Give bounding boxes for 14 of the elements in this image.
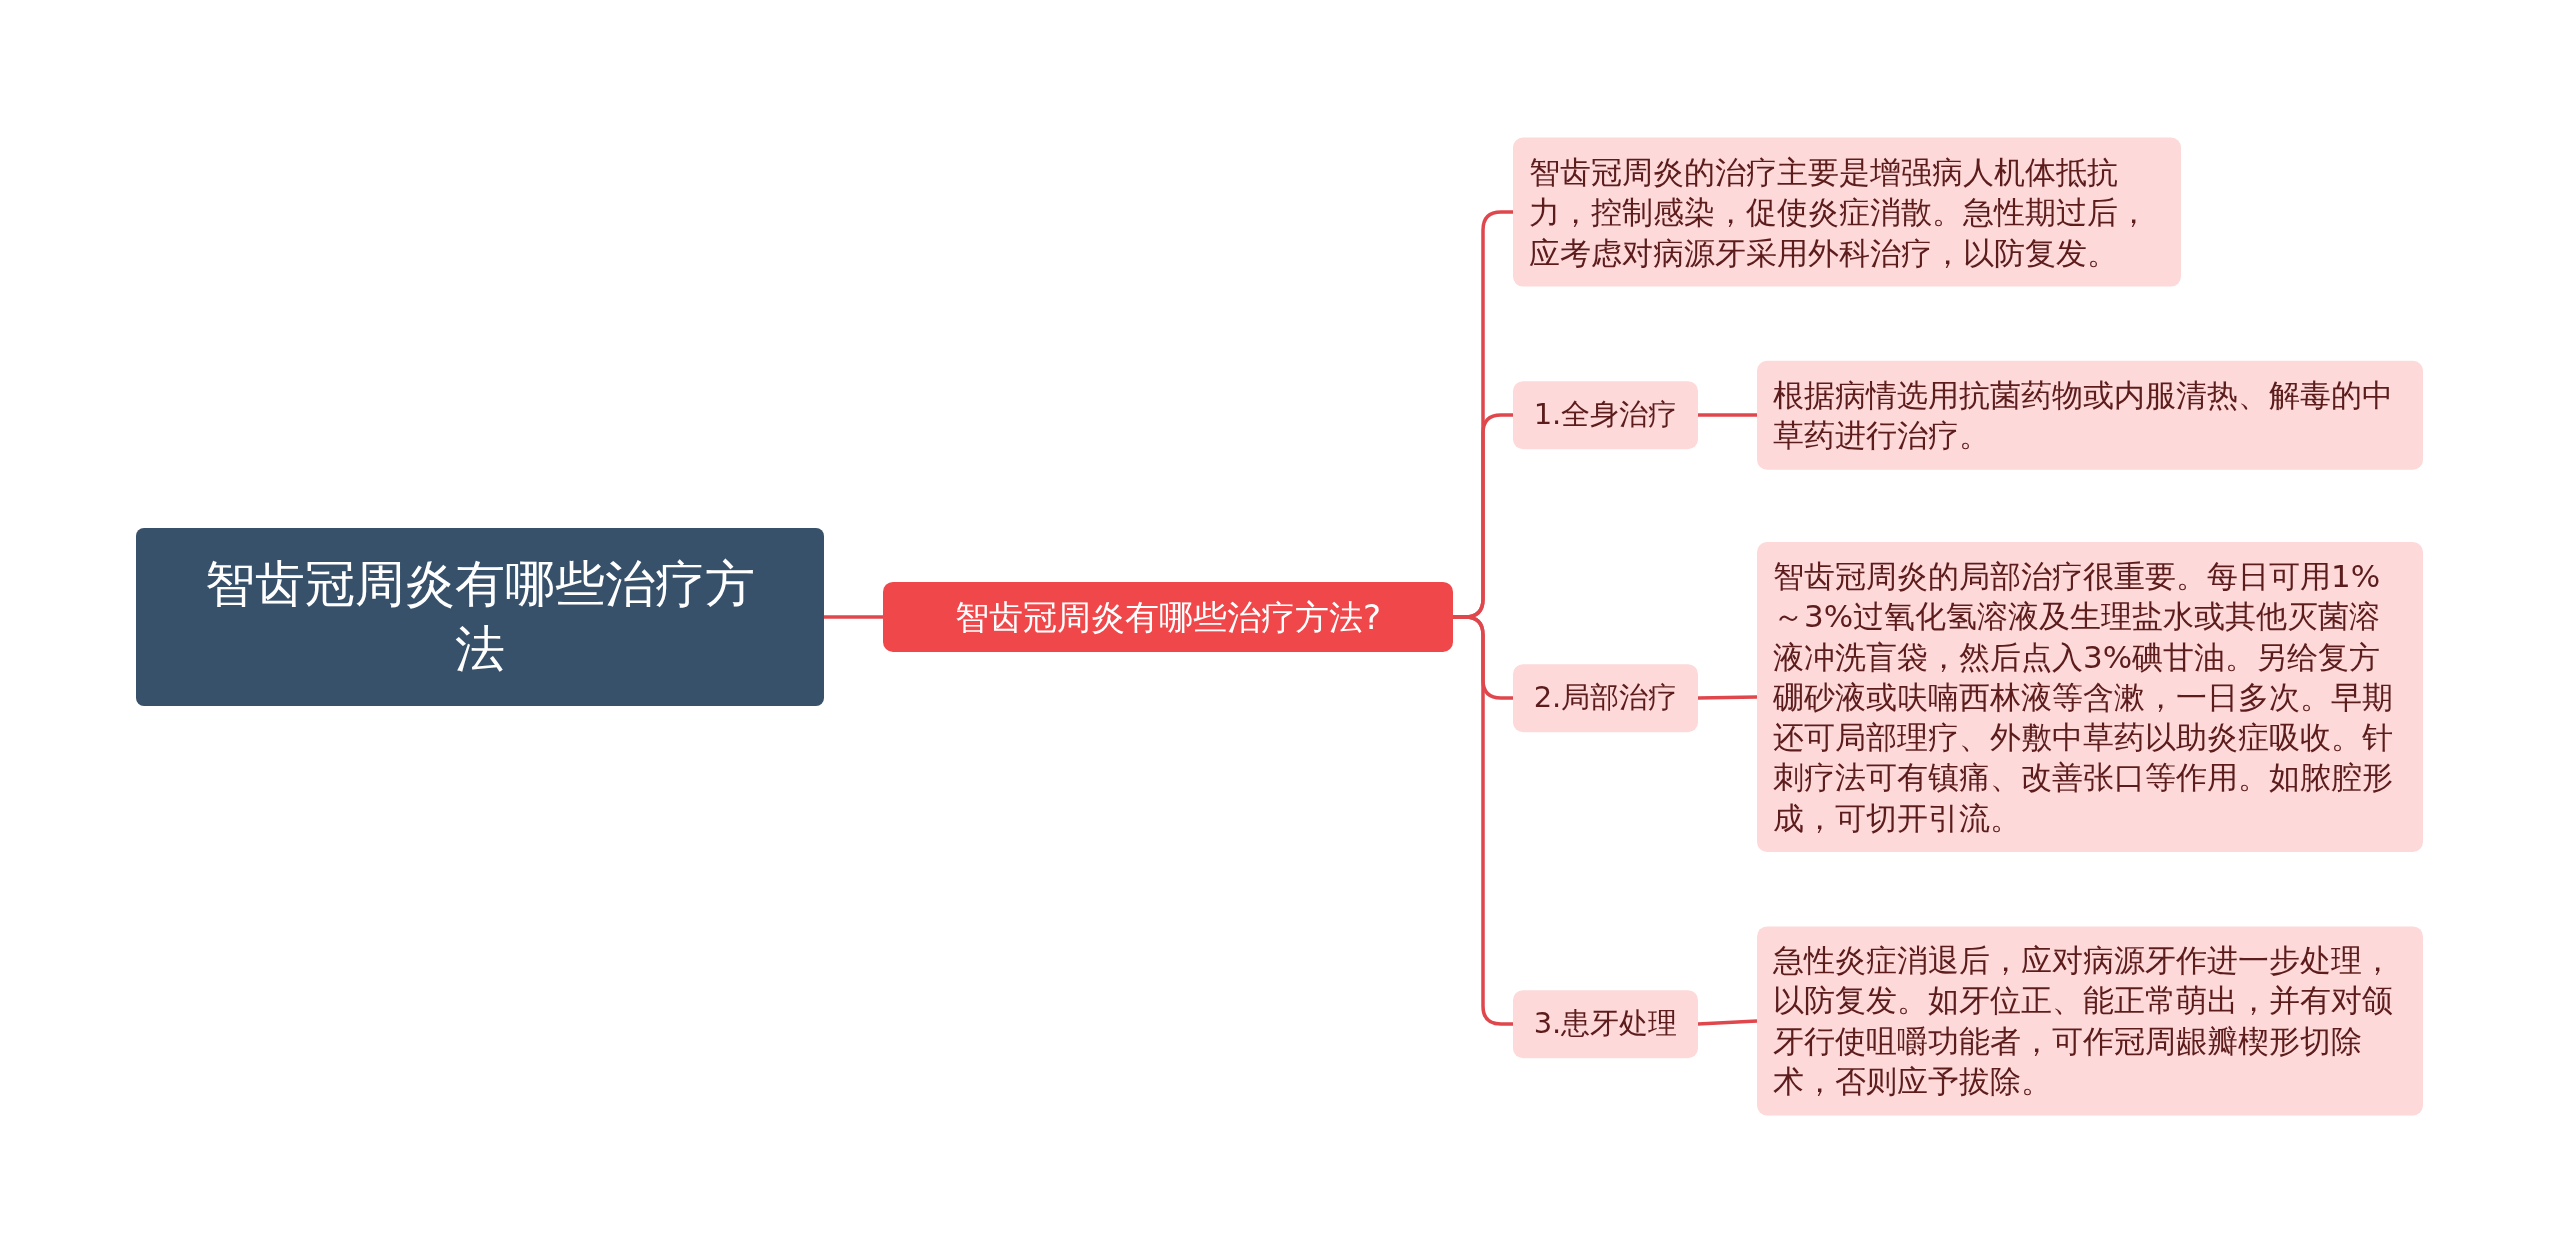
connector-line [1697, 1019, 1758, 1026]
connector-line [1453, 615, 1513, 1026]
detail-box: 急性炎症消退后，应对病源牙作进一步处理，以防复发。如牙位正、能正常萌出，并有对颌牙行使咀嚼功能者，可作冠周龈瓣楔形切除术，否则应予拔除。 [1757, 926, 2423, 1116]
connector-line [1698, 413, 1757, 417]
subtopic-box: 1.全身治疗 [1513, 381, 1698, 449]
connector-line [824, 615, 883, 619]
subtopic-box: 3.患牙处理 [1513, 990, 1698, 1058]
main-topic-box: 智齿冠周炎有哪些治疗方法? [883, 581, 1453, 653]
connector-line [1697, 695, 1758, 700]
detail-box: 根据病情选用抗菌药物或内服清热、解毒的中草药进行治疗。 [1757, 360, 2423, 470]
root-topic-box: 智齿冠周炎有哪些治疗方法 [136, 528, 824, 706]
subtopic-box: 2.局部治疗 [1513, 664, 1698, 732]
detail-box: 智齿冠周炎的局部治疗很重要。每日可用1%～3%过氧化氢溶液及生理盐水或其他灭菌溶液冲洗盲袋，然后点入3%碘甘油。另给复方硼砂液或呋喃西林液等含漱，一日多次。早期还可局部理疗、外敷中草药以助炎症吸收。针刺疗法可有镇痛、改善张口等作用。如脓腔形成，可切开引流。 [1757, 541, 2423, 853]
detail-box: 智齿冠周炎的治疗主要是增强病人机体抵抗力，控制感染，促使炎症消散。急性期过后，应考虑对病源牙采用外科治疗，以防复发。 [1513, 137, 2181, 287]
